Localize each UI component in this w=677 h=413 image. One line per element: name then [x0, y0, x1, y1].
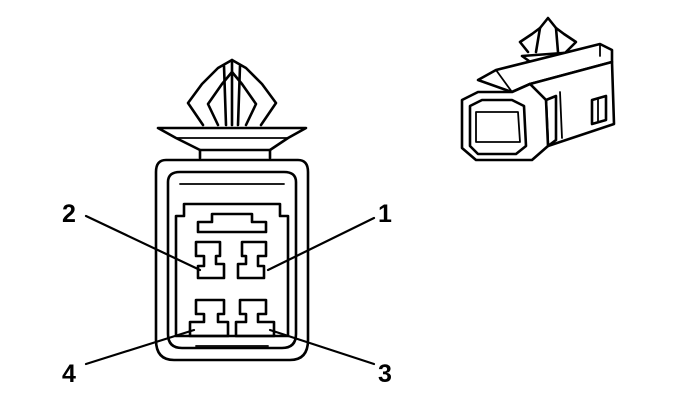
- terminal-cavity-4: [188, 298, 230, 338]
- pin-label-3: 3: [378, 360, 392, 388]
- leader-line-pin-3: [268, 328, 376, 366]
- leader-line-pin-4: [84, 328, 196, 366]
- terminal-cavity-3: [234, 298, 276, 338]
- isometric-front-face: [460, 82, 550, 162]
- connector-front-view: 1 2 3 4: [62, 58, 392, 388]
- pin-label-4: 4: [62, 360, 76, 388]
- leader-line-pin-1: [266, 216, 376, 272]
- terminal-cavity-2: [194, 240, 226, 280]
- terminal-cavity-1: [236, 240, 268, 280]
- pin-label-2: 2: [62, 200, 76, 228]
- connector-housing: [154, 158, 310, 362]
- pin-label-1: 1: [378, 200, 392, 228]
- connector-isometric-view: [460, 16, 616, 162]
- leader-line-pin-2: [84, 214, 202, 272]
- retaining-clip: [156, 58, 308, 160]
